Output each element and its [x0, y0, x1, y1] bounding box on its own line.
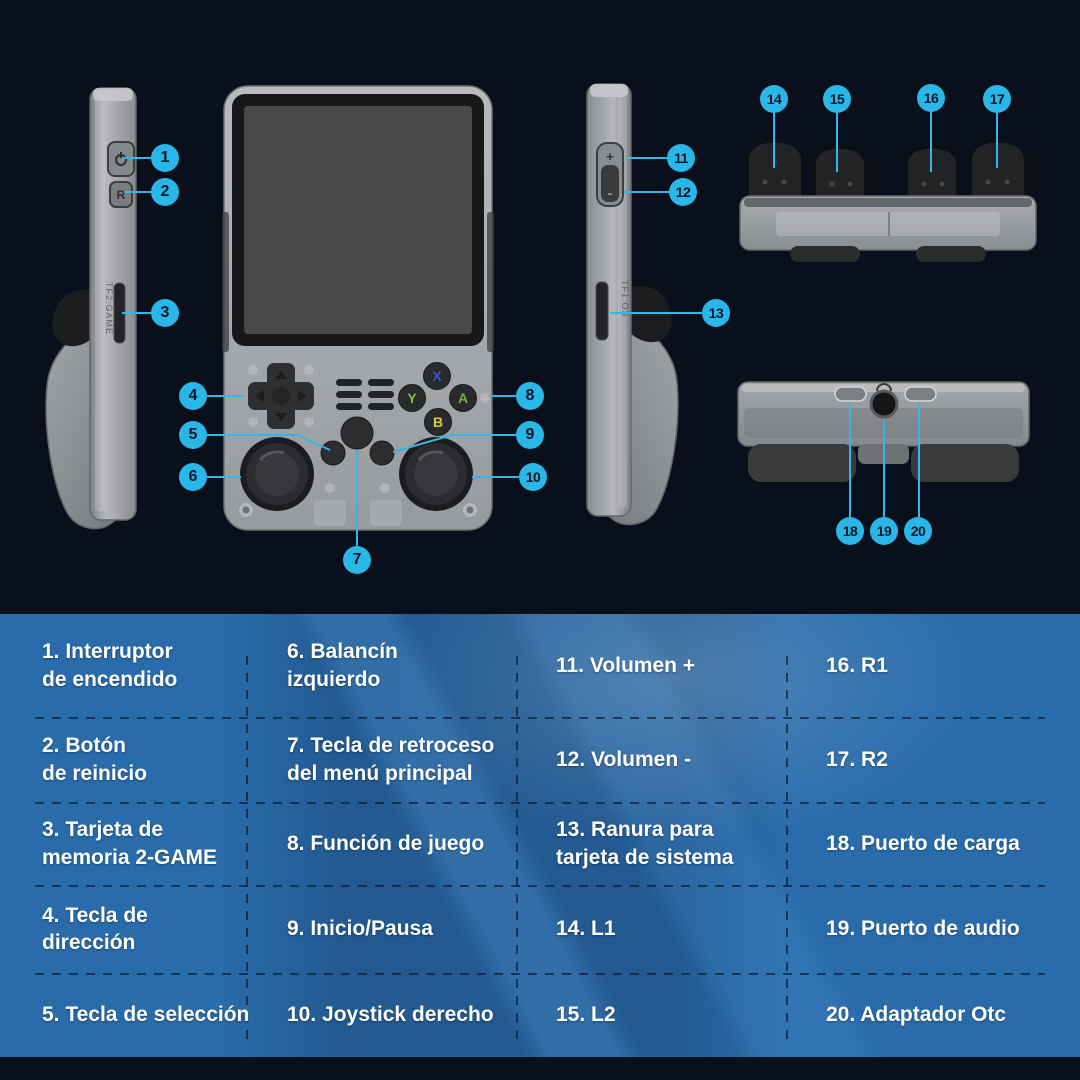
legend-item-3: 3. Tarjeta de memoria 2-GAME — [42, 818, 218, 869]
r2-button — [906, 147, 958, 203]
col-divider — [786, 656, 788, 1040]
select-button — [320, 440, 346, 466]
callout-3: 3 — [151, 299, 179, 327]
callout-11: 11 — [667, 144, 695, 172]
callout-9: 9 — [516, 421, 544, 449]
volume-rocker: + - — [596, 142, 624, 207]
legend-item-19: 19. Puerto de audio — [826, 917, 1020, 941]
callout-5: 5 — [179, 421, 207, 449]
leader-line-5 — [207, 434, 331, 451]
right-joystick — [399, 437, 473, 511]
callout-15: 15 — [823, 85, 851, 113]
legend-item-14: 14. L1 — [556, 917, 616, 941]
callout-14: 14 — [760, 85, 788, 113]
legend-item-2: 2. Botón de reinicio — [42, 734, 148, 785]
callout-2: 2 — [151, 178, 179, 206]
legend-item-11: 11. Volumen + — [556, 653, 696, 677]
callout-17: 17 — [983, 85, 1011, 113]
callout-1: 1 — [151, 144, 179, 172]
face-buttons: X Y A B — [398, 362, 490, 436]
card-slot-text: TF1:OS — [620, 280, 630, 318]
r1-button — [970, 141, 1026, 203]
col-divider — [246, 656, 248, 1040]
system-card-slot — [595, 281, 609, 341]
back-button — [340, 416, 374, 450]
left-side-view: R TF2:GAME — [45, 87, 137, 530]
row-divider — [35, 717, 1045, 719]
callout-20: 20 — [904, 517, 932, 545]
col-divider — [516, 656, 518, 1040]
screws — [239, 483, 477, 517]
legend-item-17: 17. R2 — [826, 747, 888, 771]
callout-7: 7 — [343, 546, 371, 574]
callout-6: 6 — [179, 463, 207, 491]
leader-lines — [122, 112, 998, 546]
charge-port — [834, 386, 867, 402]
speaker-grille — [336, 379, 394, 410]
legend-table — [0, 614, 1080, 1057]
callout-4: 4 — [179, 382, 207, 410]
legend-item-1: 1. Interruptor de encendido — [42, 640, 178, 691]
button-a-label: A — [458, 390, 468, 406]
row-divider — [35, 885, 1045, 887]
legend-item-15: 15. L2 — [556, 1003, 616, 1027]
row-divider — [35, 973, 1045, 975]
legend-item-10: 10. Joystick derecho — [287, 1003, 494, 1027]
button-b-label: B — [433, 414, 443, 430]
legend-item-9: 9. Inicio/Pausa — [287, 917, 433, 941]
top-view — [739, 141, 1037, 262]
button-b — [424, 408, 452, 436]
row-divider — [35, 802, 1045, 804]
l1-button — [747, 141, 803, 203]
legend-item-8: 8. Función de juego — [287, 831, 485, 855]
reset-button-label: R — [117, 188, 126, 202]
button-y-label: Y — [407, 390, 417, 406]
legend-item-18: 18. Puerto de carga — [826, 831, 1020, 855]
legend-item-13: 13. Ranura para tarjeta de sistema — [556, 818, 734, 869]
screen — [244, 106, 472, 334]
l2-button — [814, 147, 866, 203]
callout-8: 8 — [516, 382, 544, 410]
console-front-view: X Y A B — [222, 85, 494, 531]
button-y — [398, 384, 426, 412]
start-button — [369, 440, 395, 466]
volume-minus-label: - — [608, 185, 613, 201]
dpad — [248, 363, 314, 429]
reset-button — [109, 181, 133, 208]
power-icon — [115, 152, 127, 166]
callout-19: 19 — [870, 517, 898, 545]
volume-plus-label: + — [606, 149, 614, 164]
legend-item-20: 20. Adaptador Otc — [826, 1003, 1007, 1027]
legend-item-5: 5. Tecla de selección — [42, 1003, 250, 1027]
headphone-icon — [876, 383, 892, 392]
legend-item-12: 12. Volumen - — [556, 747, 691, 771]
button-x — [423, 362, 451, 390]
left-joystick — [240, 437, 314, 511]
callout-12: 12 — [669, 178, 697, 206]
right-side-view: + - TF1:OS — [586, 83, 679, 526]
card-slot-text: TF2:GAME — [104, 282, 114, 335]
leader-line-9 — [392, 434, 516, 453]
button-x-label: X — [432, 368, 442, 384]
callout-18: 18 — [836, 517, 864, 545]
legend-item-6: 6. Balancín izquierdo — [287, 640, 398, 691]
legend-item-16: 16. R1 — [826, 653, 888, 677]
callout-13: 13 — [702, 299, 730, 327]
legend-item-7: 7. Tecla de retroceso del menú principal — [287, 734, 495, 785]
callout-16: 16 — [917, 84, 945, 112]
callout-10: 10 — [519, 463, 547, 491]
audio-port — [869, 389, 899, 419]
legend-item-4: 4. Tecla de dirección — [42, 903, 148, 954]
otg-port — [904, 386, 937, 402]
button-a — [449, 384, 477, 412]
